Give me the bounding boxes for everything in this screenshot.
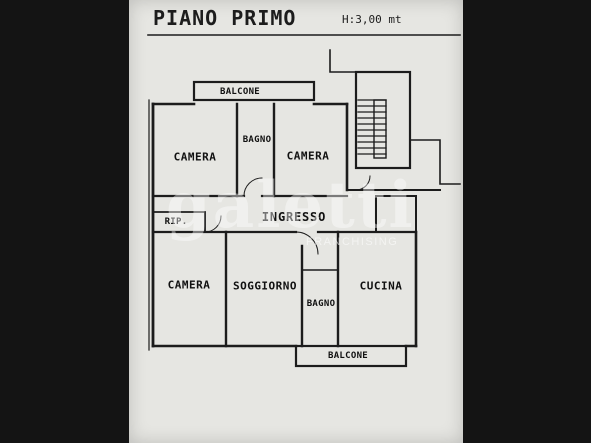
- room-label-bagno-bottom: BAGNO: [306, 299, 336, 309]
- paper-sheet: [129, 0, 463, 443]
- bath-bottom-partitions: [300, 230, 340, 348]
- room-label-ripostiglio: RIP.: [164, 217, 188, 227]
- stairwell-outline: [354, 70, 412, 170]
- door-swing-4: [355, 175, 371, 191]
- stair-treads: [357, 99, 387, 155]
- room-label-camera-left: CAMERA: [173, 150, 217, 164]
- room-label-balcone-top: BALCONE: [219, 87, 261, 97]
- bath-top-partitions: [235, 102, 276, 198]
- landing-wall: [409, 139, 461, 185]
- room-label-camera-bottom: CAMERA: [167, 278, 211, 292]
- room-label-ingresso: INGRESSO: [261, 210, 327, 224]
- stair-core: [373, 99, 387, 159]
- landing-entry-walls: [346, 189, 441, 233]
- balcony-top-outline: [192, 80, 316, 102]
- door-swing-3: [204, 215, 222, 233]
- ceiling-height-note: H:3,00 mt: [342, 13, 402, 26]
- door-swing-2: [295, 231, 319, 255]
- room-label-cucina: CUCINA: [359, 279, 403, 293]
- balcony-bottom-outline: [294, 344, 408, 368]
- kitchen-corridor-wall: [375, 195, 417, 233]
- plan-title: PIANO PRIMO: [153, 6, 297, 30]
- stairwell-shaft: [329, 49, 357, 73]
- room-label-bagno-top: BAGNO: [242, 135, 272, 145]
- room-label-soggiorno: SOGGIORNO: [232, 279, 298, 293]
- room-label-balcone-bottom: BALCONE: [327, 351, 369, 361]
- room-label-camera-right: CAMERA: [286, 149, 330, 163]
- door-swing-1: [243, 177, 263, 197]
- rip-walls: [152, 211, 206, 233]
